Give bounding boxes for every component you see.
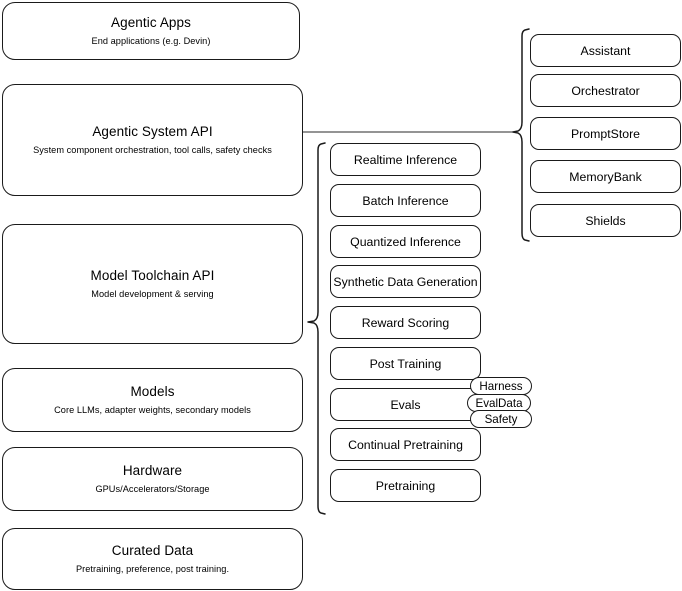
stack-layer-subtitle: System component orchestration, tool cal… xyxy=(33,145,272,155)
stack-layer-title: Models xyxy=(130,384,175,399)
agentic-component-shields[interactable]: Shields xyxy=(530,204,681,237)
evals-subcomponent-label: EvalData xyxy=(475,396,523,410)
capability-reward-scoring[interactable]: Reward Scoring xyxy=(330,306,481,339)
agentic-component-label: Shields xyxy=(585,213,626,228)
capability-quantized-inference[interactable]: Quantized Inference xyxy=(330,225,481,258)
stack-layer-subtitle: Pretraining, preference, post training. xyxy=(75,564,230,574)
stack-layer-title: Model Toolchain API xyxy=(90,268,215,283)
stack-layer-model-toolchain-api[interactable]: Model Toolchain API Model development & … xyxy=(2,224,303,344)
stack-layer-subtitle: GPUs/Accelerators/Storage xyxy=(95,484,210,494)
stack-layer-curated-data[interactable]: Curated Data Pretraining, preference, po… xyxy=(2,528,303,590)
capability-post-training[interactable]: Post Training xyxy=(330,347,481,380)
agentic-component-memorybank[interactable]: MemoryBank xyxy=(530,160,681,193)
stack-layer-title: Hardware xyxy=(122,463,183,478)
stack-layer-hardware[interactable]: Hardware GPUs/Accelerators/Storage xyxy=(2,447,303,511)
stack-layer-title: Curated Data xyxy=(111,543,194,558)
capability-label: Post Training xyxy=(369,356,442,371)
agentic-component-orchestrator[interactable]: Orchestrator xyxy=(530,74,681,107)
evals-subcomponent-label: Harness xyxy=(479,379,523,393)
evals-subcomponent-label: Safety xyxy=(484,412,518,426)
capability-label: Evals xyxy=(390,397,421,412)
capability-label: Realtime Inference xyxy=(353,152,458,167)
evals-subcomponent-safety[interactable]: Safety xyxy=(470,410,532,428)
stack-layer-subtitle: Model development & serving xyxy=(91,289,214,299)
agentic-component-label: Assistant xyxy=(580,43,631,58)
brace-toolchain-capabilities xyxy=(307,142,326,515)
agentic-component-label: MemoryBank xyxy=(569,169,642,184)
agentic-component-label: Orchestrator xyxy=(571,83,640,98)
stack-layer-subtitle: Core LLMs, adapter weights, secondary mo… xyxy=(54,405,251,415)
capability-batch-inference[interactable]: Batch Inference xyxy=(330,184,481,217)
capability-label: Continual Pretraining xyxy=(348,437,463,452)
brace-agentic-system-components xyxy=(512,28,530,242)
evals-subcomponent-harness[interactable]: Harness xyxy=(470,377,532,395)
stack-layer-subtitle: End applications (e.g. Devin) xyxy=(91,36,211,46)
agentic-component-label: PromptStore xyxy=(570,126,641,141)
agentic-component-promptstore[interactable]: PromptStore xyxy=(530,117,681,150)
capability-synthetic-data-generation[interactable]: Synthetic Data Generation xyxy=(330,265,481,298)
capability-label: Synthetic Data Generation xyxy=(333,274,478,289)
stack-layer-title: Agentic Apps xyxy=(110,15,191,30)
capability-realtime-inference[interactable]: Realtime Inference xyxy=(330,143,481,176)
capability-label: Quantized Inference xyxy=(350,234,461,249)
capability-evals[interactable]: Evals xyxy=(330,388,481,421)
agentic-component-assistant[interactable]: Assistant xyxy=(530,34,681,67)
capability-label: Pretraining xyxy=(375,478,436,493)
stack-layer-title: Agentic System API xyxy=(92,124,213,139)
stack-layer-agentic-system-api[interactable]: Agentic System API System component orch… xyxy=(2,84,303,196)
capability-continual-pretraining[interactable]: Continual Pretraining xyxy=(330,428,481,461)
capability-label: Batch Inference xyxy=(362,193,449,208)
capability-pretraining[interactable]: Pretraining xyxy=(330,469,481,502)
stack-layer-models[interactable]: Models Core LLMs, adapter weights, secon… xyxy=(2,368,303,432)
capability-label: Reward Scoring xyxy=(361,315,450,330)
stack-layer-agentic-apps[interactable]: Agentic Apps End applications (e.g. Devi… xyxy=(2,2,300,60)
